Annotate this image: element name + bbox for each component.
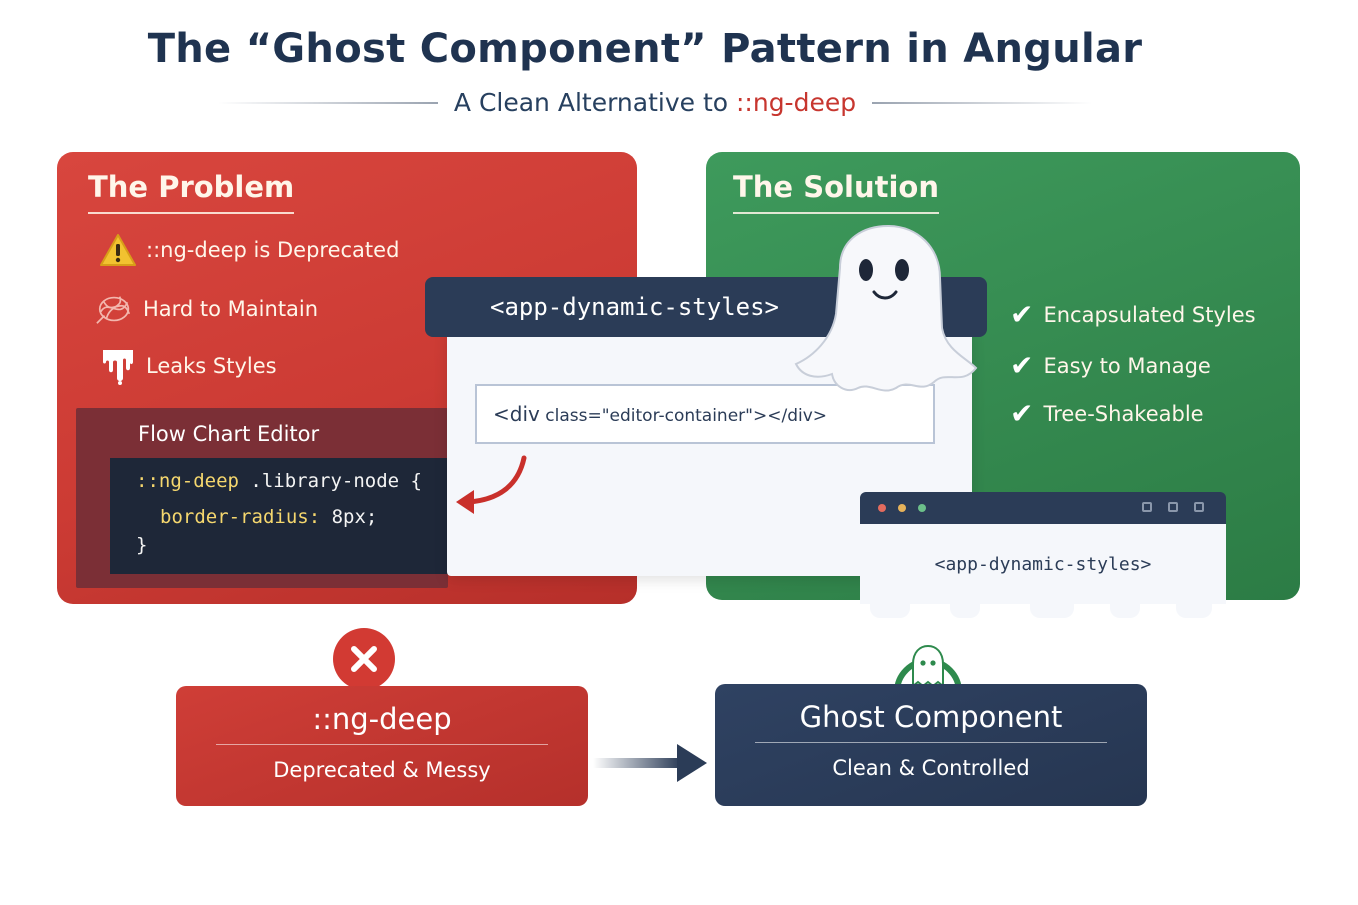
window-close-icon	[1194, 502, 1204, 512]
result-divider	[755, 742, 1107, 743]
mini-window-tag: <app-dynamic-styles>	[934, 553, 1152, 575]
code-line-2: border-radius: 8px;	[160, 506, 377, 528]
code-token: .library-node {	[238, 470, 422, 492]
window-min-icon	[1142, 502, 1152, 512]
problem-item-maintain: Hard to Maintain	[95, 289, 318, 329]
subtitle-prefix: A Clean Alternative to	[453, 88, 736, 117]
curved-arrow-icon	[456, 455, 527, 514]
editor-title: Flow Chart Editor	[138, 422, 320, 446]
code-block: ::ng-deep .library-node { border-radius:…	[110, 458, 450, 574]
window-max-icon	[1168, 502, 1178, 512]
subtitle-highlight: ::ng-deep	[736, 88, 857, 117]
code-token: 8px;	[320, 506, 378, 528]
problem-heading: The Problem	[88, 170, 295, 214]
solution-item-manage: ✔ Easy to Manage	[1010, 349, 1211, 382]
code-token: ::ng-deep	[136, 470, 239, 492]
ghost-badge-icon	[894, 644, 962, 693]
check-icon: ✔	[1010, 298, 1034, 331]
drip-shape	[1030, 588, 1074, 618]
subtitle-row: A Clean Alternative to ::ng-deep	[0, 88, 1310, 117]
problem-item-label: Hard to Maintain	[143, 297, 319, 321]
solution-heading: The Solution	[733, 170, 939, 214]
result-ghost-component: Ghost Component Clean & Controlled	[715, 684, 1147, 806]
code-token: border-radius:	[160, 506, 321, 528]
result-subtitle: Deprecated & Messy	[273, 758, 491, 782]
solution-item-treeshake: ✔ Tree-Shakeable	[1010, 397, 1204, 430]
check-icon: ✔	[1010, 349, 1034, 382]
code-line-3: }	[136, 534, 148, 556]
subtitle-rule-left	[217, 101, 438, 104]
result-title: Ghost Component	[799, 700, 1063, 734]
ghost-icon	[794, 224, 978, 392]
problem-item-leaks: Leaks Styles	[98, 346, 277, 386]
mini-window: <app-dynamic-styles>	[860, 492, 1226, 618]
warning-icon	[98, 230, 138, 270]
x-icon	[333, 628, 395, 690]
drip-shape	[870, 588, 910, 618]
result-subtitle: Clean & Controlled	[832, 756, 1030, 780]
mini-window-bar	[860, 492, 1226, 524]
solution-item-label: Encapsulated Styles	[1043, 302, 1256, 327]
result-divider	[216, 744, 548, 745]
problem-item-label: Leaks Styles	[146, 354, 277, 378]
code-line-1: ::ng-deep .library-node {	[136, 470, 422, 492]
subtitle-rule-right	[872, 101, 1093, 104]
code-token: class="editor-container"></div>	[539, 406, 828, 426]
window-dot-green	[918, 504, 926, 512]
drip-shape	[1176, 588, 1212, 618]
subtitle: A Clean Alternative to ::ng-deep	[454, 88, 856, 117]
component-tag: <app-dynamic-styles>	[490, 293, 779, 321]
drip-icon	[98, 346, 138, 386]
inner-code-box: <div class="editor-container"></div>	[475, 384, 935, 444]
window-dot-yellow	[898, 504, 906, 512]
page-title: The “Ghost Component” Pattern in Angular	[147, 26, 1143, 72]
inner-code: <div class="editor-container"></div>	[493, 402, 827, 426]
solution-item-label: Tree-Shakeable	[1043, 401, 1204, 426]
check-icon: ✔	[1010, 397, 1034, 430]
arrow-right-icon	[593, 744, 707, 782]
code-token: <div	[493, 402, 540, 426]
solution-item-label: Easy to Manage	[1043, 353, 1211, 378]
result-ngdeep: ::ng-deep Deprecated & Messy	[176, 686, 588, 806]
problem-item-deprecated: ::ng-deep is Deprecated	[98, 230, 399, 270]
solution-item-encapsulated: ✔ Encapsulated Styles	[1010, 298, 1256, 331]
drip-shape	[950, 588, 980, 618]
window-dot-red	[878, 504, 886, 512]
tangle-icon	[95, 289, 135, 329]
problem-item-label: ::ng-deep is Deprecated	[146, 238, 400, 262]
drip-shape	[1110, 588, 1140, 618]
result-title: ::ng-deep	[312, 702, 452, 736]
